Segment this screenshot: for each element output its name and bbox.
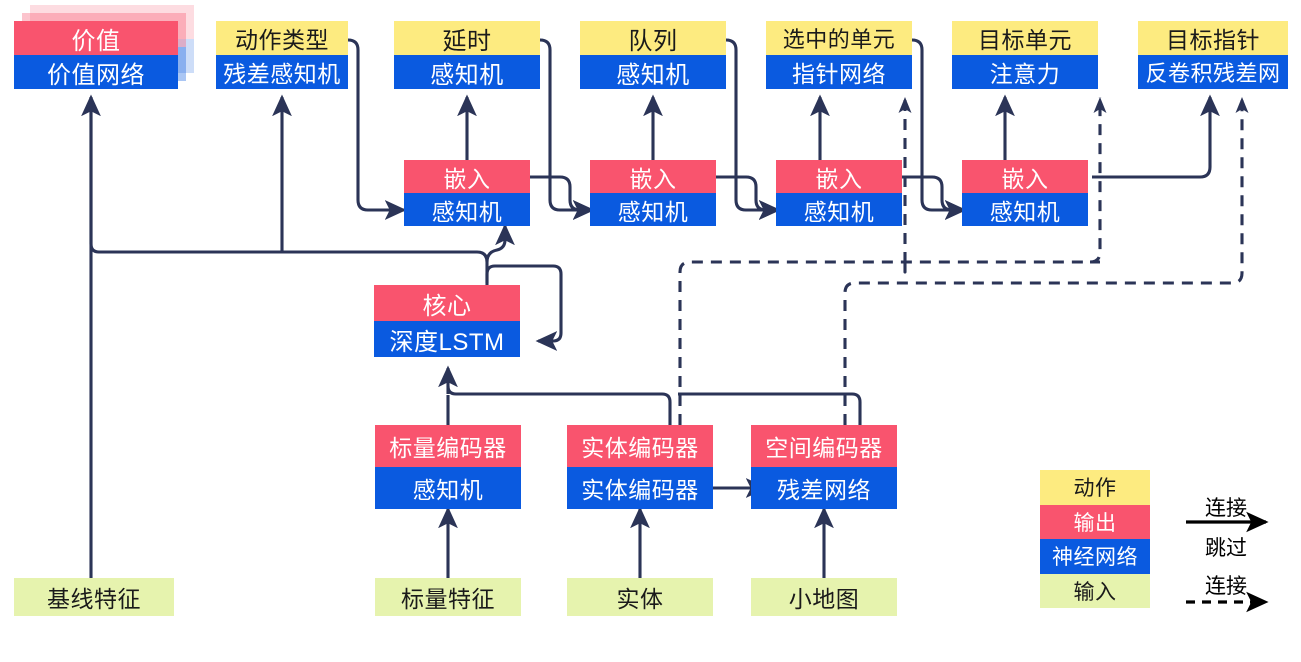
wire-spatial-encoder-bus [678,392,862,425]
node-scalar-encoder-top-label: 标量编码器 [375,425,521,467]
skip-entity-to-target-unit [1089,97,1102,264]
node-delay-top-label: 延时 [394,21,540,55]
skip-spatial-riser [843,97,1244,425]
wire-embed1-to-embed2 [530,175,595,220]
node-queue[interactable]: 队列 感知机 [580,21,726,89]
node-action-type-top-label: 动作类型 [216,21,348,55]
node-target-unit-top-label: 目标单元 [952,21,1098,55]
legend-swatch-input: 输入 [1040,573,1150,608]
node-entity-encoder-bottom-label: 实体编码器 [567,467,713,509]
node-entities-label: 实体 [567,578,713,616]
node-embed-2[interactable]: 嵌入 感知机 [590,160,716,226]
node-entities[interactable]: 实体 [567,578,713,616]
node-entity-encoder-top-label: 实体编码器 [567,425,713,467]
node-baseline-features-label: 基线特征 [14,578,174,616]
node-embed-1[interactable]: 嵌入 感知机 [404,160,530,226]
node-embed-4[interactable]: 嵌入 感知机 [962,160,1088,226]
node-minimap[interactable]: 小地图 [751,578,897,616]
node-spatial-encoder[interactable]: 空间编码器 残差网络 [751,425,897,509]
skip-entity-riser [678,260,1100,425]
legend-connection-label: 连接 [1205,497,1247,520]
wire-embed3-to-embed4 [902,175,967,220]
wire-embed4-to-targetpoint [1092,94,1220,179]
node-embed-1-bottom-label: 感知机 [404,193,530,226]
node-embed-2-top-label: 嵌入 [590,160,716,193]
node-target-point-bottom-label: 反卷积残差网 [1138,55,1288,89]
node-selected-units-bottom-label: 指针网络 [766,55,912,89]
node-core-bottom-label: 深度LSTM [374,321,520,357]
node-embed-3-top-label: 嵌入 [776,160,902,193]
node-target-point-top-label: 目标指针 [1138,21,1288,55]
wire-entity-encoder-bus [438,365,672,425]
node-target-unit-bottom-label: 注意力 [952,55,1098,89]
node-delay[interactable]: 延时 感知机 [394,21,540,89]
legend-skip-label-line2: 连接 [1205,575,1247,598]
node-target-unit[interactable]: 目标单元 注意力 [952,21,1098,89]
node-action-type-bottom-label: 残差感知机 [216,55,348,89]
node-target-point[interactable]: 目标指针 反卷积残差网 [1138,21,1288,89]
node-embed-3[interactable]: 嵌入 感知机 [776,160,902,226]
node-baseline-features[interactable]: 基线特征 [14,578,174,616]
node-embed-4-top-label: 嵌入 [962,160,1088,193]
wire-core-to-embed1 [485,223,515,263]
node-embed-4-bottom-label: 感知机 [962,193,1088,226]
skip-arrowheads [898,97,1249,113]
node-embed-3-bottom-label: 感知机 [776,193,902,226]
node-spatial-encoder-bottom-label: 残差网络 [751,467,897,509]
node-core-top-label: 核心 [374,285,520,321]
node-core[interactable]: 核心 深度LSTM [374,285,520,357]
node-spatial-encoder-top-label: 空间编码器 [751,425,897,467]
legend-skip-label-line1: 跳过 [1205,537,1247,560]
wire-embed2-to-embed3 [716,175,781,220]
node-embed-2-bottom-label: 感知机 [590,193,716,226]
legend-swatch-network: 神经网络 [1040,539,1150,574]
legend-swatch-action: 动作 [1040,470,1150,505]
node-value[interactable]: 价值 价值网络 [14,21,178,89]
node-scalar-encoder[interactable]: 标量编码器 感知机 [375,425,521,509]
node-delay-bottom-label: 感知机 [394,55,540,89]
node-queue-bottom-label: 感知机 [580,55,726,89]
node-selected-units[interactable]: 选中的单元 指针网络 [766,21,912,89]
node-minimap-label: 小地图 [751,578,897,616]
node-queue-top-label: 队列 [580,21,726,55]
node-scalar-features-label: 标量特征 [375,578,521,616]
node-value-bottom-label: 价值网络 [14,55,178,89]
legend-swatches: 动作 输出 神经网络 输入 [1040,470,1150,608]
legend-swatch-output: 输出 [1040,504,1150,539]
node-scalar-encoder-bottom-label: 感知机 [375,467,521,509]
node-scalar-features[interactable]: 标量特征 [375,578,521,616]
node-value-top-label: 价值 [14,21,178,55]
node-action-type[interactable]: 动作类型 残差感知机 [216,21,348,89]
node-selected-units-top-label: 选中的单元 [766,21,912,55]
node-entity-encoder[interactable]: 实体编码器 实体编码器 [567,425,713,509]
node-embed-1-top-label: 嵌入 [404,160,530,193]
